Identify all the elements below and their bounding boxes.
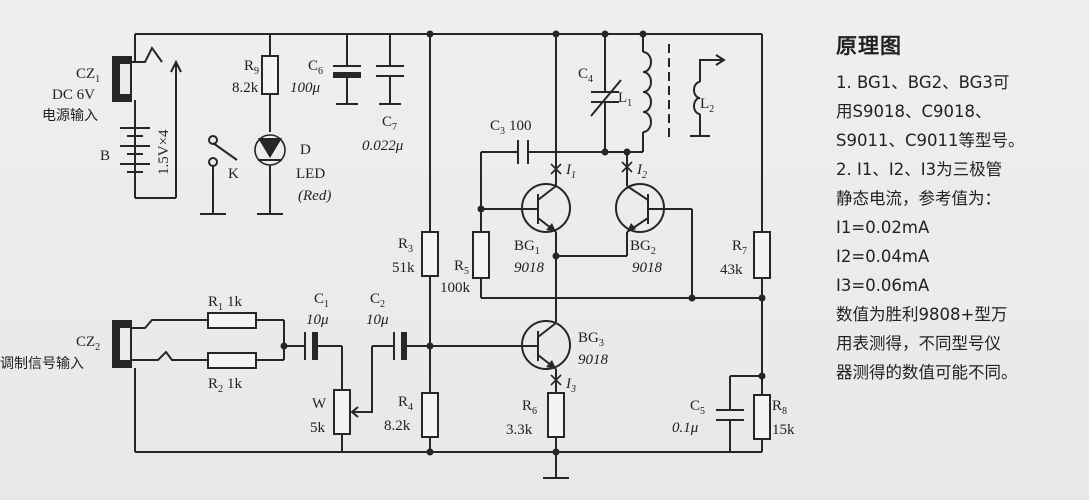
cz2-label: CZ2 [76, 334, 100, 353]
transistor-bg3 [430, 320, 571, 393]
inductor-l1 [605, 30, 652, 186]
cz2-desc: 调制信号输入 [0, 356, 84, 372]
i2-label: I2 [636, 162, 647, 181]
r3-value: 51k [392, 260, 415, 276]
potentiometer-w [333, 346, 373, 452]
battery-value: 1.5V×4 [156, 129, 172, 175]
r6-value: 3.3k [506, 422, 533, 438]
resistor-r8 [753, 394, 771, 452]
transistor-bg1 [521, 30, 571, 322]
c6-value: 100μ [290, 80, 321, 96]
resistor-r9 [261, 34, 279, 132]
r7-value: 43k [720, 262, 743, 278]
w-label: W [312, 396, 327, 412]
led-color: (Red) [298, 188, 331, 204]
resistor-r7 [753, 34, 771, 395]
note-line: S9011、C9011等型号。 [836, 131, 1025, 150]
cz1-desc: 电源输入 [42, 108, 98, 124]
r9-label: R9 [244, 58, 259, 77]
r5-label: R5 [454, 258, 469, 277]
bg1-value: 9018 [514, 260, 545, 276]
bg3-label: BG3 [578, 330, 604, 349]
r7-label: R7 [732, 238, 747, 257]
note-line: 器测得的数值可能不同。 [836, 363, 1018, 382]
c1-label: C1 [314, 291, 329, 310]
resistor-r2 [207, 342, 288, 369]
notes-title: 原理图 [836, 34, 902, 58]
led-type: LED [296, 166, 325, 182]
resistor-r1 [207, 312, 285, 360]
capacitor-c3 [480, 140, 609, 232]
switch-label: K [228, 166, 239, 182]
c2-value: 10μ [366, 312, 389, 328]
cz1-value: DC 6V [52, 87, 95, 103]
core-and-l2 [668, 44, 726, 142]
resistor-r4 [421, 342, 439, 456]
r8-label: R8 [772, 398, 787, 417]
notes-panel: 原理图 1. BG1、BG2、BG3可 用S9018、C9018、 S9011、… [836, 30, 1086, 387]
w-value: 5k [310, 420, 326, 436]
capacitor-c5 [716, 372, 766, 453]
c4-label: C4 [578, 66, 593, 85]
capacitor-c1 [284, 332, 343, 390]
c5-value: 0.1μ [672, 420, 699, 436]
l2-label: L2 [700, 96, 714, 115]
c6-label: C6 [308, 58, 323, 77]
c7-value: 0.022μ [362, 138, 404, 154]
c1-value: 10μ [306, 312, 329, 328]
r4-value: 8.2k [384, 418, 411, 434]
cz2-signal-jack [112, 319, 208, 452]
l1-label: L1 [618, 90, 632, 109]
capacitor-c4 [590, 30, 622, 152]
circuit-schematic: CZ1 DC 6V 电源输入 B 1.5V×4 K R9 8.2k [0, 30, 795, 479]
note-line: 静态电流，参考值为： [836, 189, 1001, 208]
transistor-bg2 [552, 183, 693, 298]
note-line: I2=0.04mA [836, 247, 930, 266]
i2-test-point [621, 161, 633, 173]
cz1-label: CZ1 [76, 66, 100, 85]
bg2-label: BG2 [630, 238, 656, 257]
note-line: 用表测得，不同型号仪 [836, 334, 1001, 353]
i3-test-point [550, 374, 562, 386]
capacitor-c6 [333, 34, 361, 105]
bg2-value: 9018 [632, 260, 663, 276]
r5-value: 100k [440, 280, 471, 296]
led-d [254, 134, 286, 215]
note-line: 数值为胜利9808+型万 [836, 305, 1008, 324]
resistor-r3 [421, 30, 439, 393]
battery-label: B [100, 148, 110, 164]
c5-label: C5 [690, 398, 705, 417]
led-ref: D [300, 142, 311, 158]
c2-label: C2 [370, 291, 385, 310]
battery-b [120, 59, 182, 199]
capacitor-c2 [372, 332, 430, 360]
r9-value: 8.2k [232, 80, 259, 96]
capacitor-c7 [376, 34, 404, 105]
c7-label: C7 [382, 114, 397, 133]
r3-label: R3 [398, 236, 413, 255]
resistor-r6 [543, 392, 569, 479]
r8-value: 15k [772, 422, 795, 438]
note-line: 2. I1、I2、I3为三极管 [836, 160, 1003, 179]
r6-label: R6 [522, 398, 537, 417]
note-line: I3=0.06mA [836, 276, 930, 295]
r4-label: R4 [398, 394, 413, 413]
bg1-label: BG1 [514, 238, 540, 257]
note-line: 1. BG1、BG2、BG3可 [836, 73, 1010, 92]
i1-test-point [550, 163, 562, 175]
note-line: I1=0.02mA [836, 218, 930, 237]
resistor-r5 [472, 205, 766, 302]
i1-label: I1 [565, 162, 576, 181]
switch-k [200, 135, 238, 215]
bg3-value: 9018 [578, 352, 609, 368]
i3-label: I3 [565, 376, 576, 395]
cz1-power-jack [112, 34, 163, 198]
note-line: 用S9018、C9018、 [836, 102, 992, 121]
